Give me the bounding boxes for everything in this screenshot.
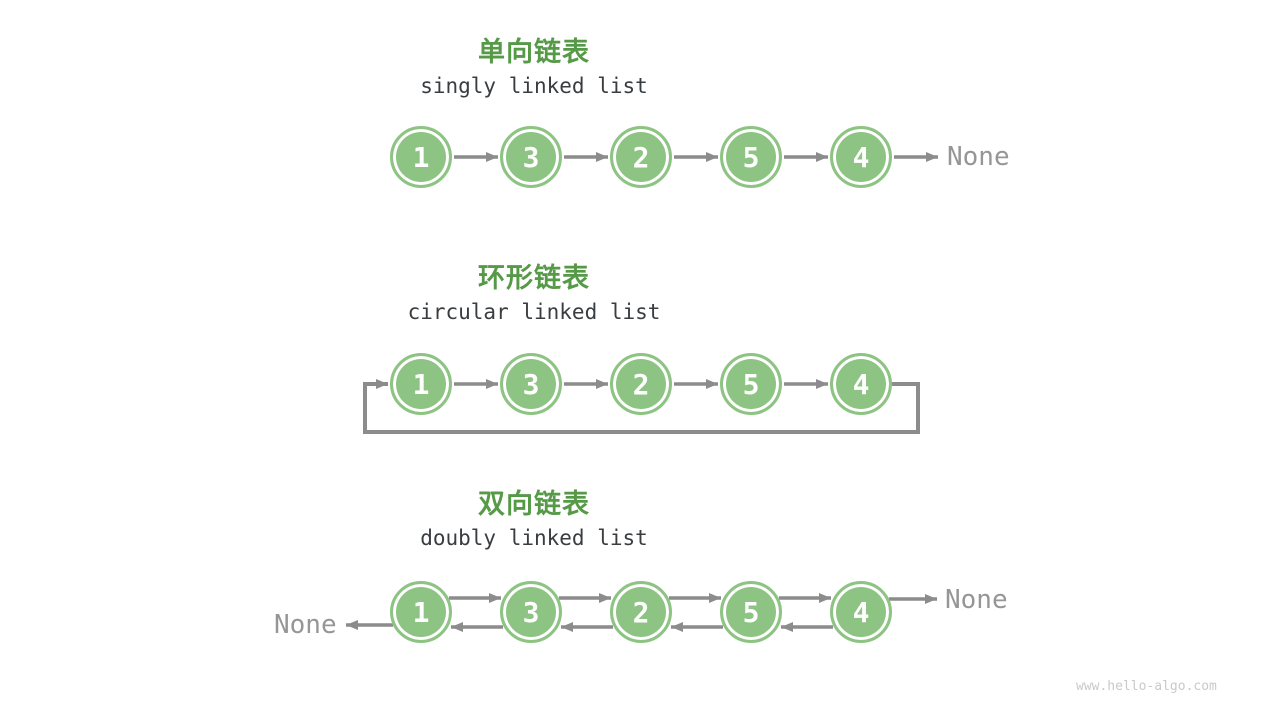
node-value: 1 (412, 367, 430, 401)
node-value: 4 (852, 595, 870, 629)
section-header-doubly: 双向链表 doubly linked list (234, 488, 834, 552)
loop-back-arrow (363, 379, 920, 434)
none-label-doubly-tail: None (945, 585, 1008, 615)
section-subtitle-singly: singly linked list (420, 74, 648, 98)
node-value: 1 (412, 140, 430, 174)
node-value: 3 (522, 140, 540, 174)
node-value: 4 (852, 367, 870, 401)
list-node-circular-2: 2 (610, 353, 672, 415)
section-header-circular: 环形链表 circular linked list (234, 262, 834, 326)
section-subtitle-doubly: doubly linked list (420, 526, 648, 550)
node-value: 5 (742, 367, 760, 401)
node-value: 2 (632, 140, 650, 174)
node-value: 3 (522, 367, 540, 401)
none-label-doubly-head: None (274, 610, 337, 640)
list-node-doubly-1: 3 (500, 581, 562, 643)
node-value: 3 (522, 595, 540, 629)
list-node-singly-3: 5 (720, 126, 782, 188)
list-node-singly-4: 4 (830, 126, 892, 188)
section-title-circular: 环形链表 (478, 263, 590, 294)
section-header-singly: 单向链表 singly linked list (234, 36, 834, 100)
section-subtitle-circular: circular linked list (407, 300, 661, 324)
node-value: 1 (412, 595, 430, 629)
list-node-circular-3: 5 (720, 353, 782, 415)
list-node-doubly-4: 4 (830, 581, 892, 643)
list-node-singly-2: 2 (610, 126, 672, 188)
section-title-singly: 单向链表 (478, 37, 590, 68)
list-node-circular-4: 4 (830, 353, 892, 415)
node-value: 5 (742, 140, 760, 174)
list-node-singly-1: 3 (500, 126, 562, 188)
none-label-singly-tail: None (947, 142, 1010, 172)
list-node-circular-1: 3 (500, 353, 562, 415)
list-node-doubly-2: 2 (610, 581, 672, 643)
node-value: 4 (852, 140, 870, 174)
section-title-doubly: 双向链表 (478, 489, 590, 520)
node-value: 2 (632, 367, 650, 401)
watermark: www.hello-algo.com (1076, 679, 1217, 694)
list-node-doubly-3: 5 (720, 581, 782, 643)
node-value: 2 (632, 595, 650, 629)
list-node-doubly-0: 1 (390, 581, 452, 643)
list-node-circular-0: 1 (390, 353, 452, 415)
node-value: 5 (742, 595, 760, 629)
list-node-singly-0: 1 (390, 126, 452, 188)
